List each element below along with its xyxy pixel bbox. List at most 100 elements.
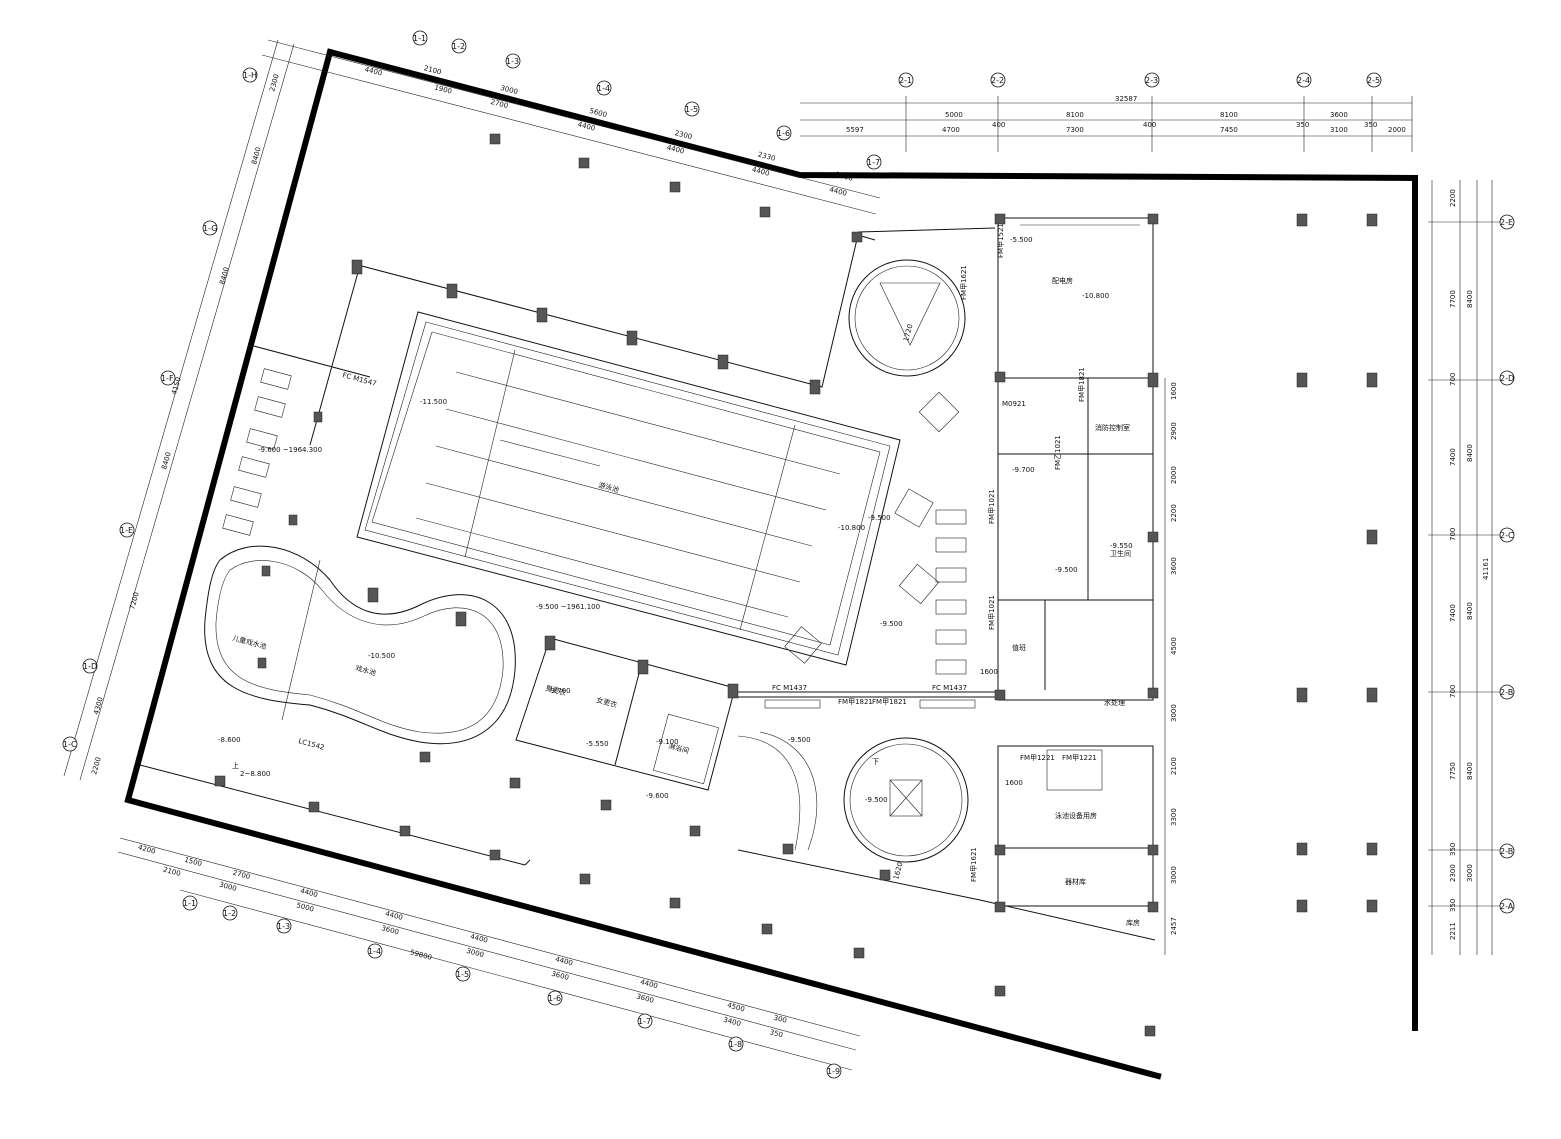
columns	[214, 133, 1378, 1037]
kids-pool: 儿童戏水池 戏水池	[204, 545, 516, 745]
misc-label: 1600	[980, 668, 998, 676]
bottom-dim: 300	[773, 1014, 788, 1025]
top-dim: 400	[992, 121, 1005, 129]
room-label: 水处理	[1104, 698, 1125, 707]
elevation-mark: -9.500	[880, 620, 903, 628]
bottom-dim: 3600	[550, 970, 569, 982]
lounge-chairs	[222, 368, 967, 675]
right-dim: 8400	[1466, 290, 1474, 308]
misc-label: 上	[232, 761, 239, 770]
elevation-mark: -5.500	[1010, 236, 1033, 244]
axis-label: 1-6	[777, 129, 790, 138]
mid-dim: 2000	[1170, 466, 1178, 484]
right-dim: 350	[1449, 843, 1457, 856]
axis-label: 1-F	[161, 374, 174, 383]
room-label: 库房	[1126, 918, 1140, 927]
door-tag: FM甲1221	[1062, 754, 1097, 762]
top-axis-bubbles: 2-1 2-2 2-3 2-4 2-5	[898, 72, 1382, 88]
mid-dim: 3000	[1170, 704, 1178, 722]
room-label: 卫生间	[1110, 549, 1131, 558]
top-dim: 350	[1296, 121, 1309, 129]
door-tag: FM乙1021	[1054, 435, 1062, 470]
right-dimension-string: 41161 8400 8400 8400 8400 2200 7700 7400…	[1428, 180, 1515, 955]
left-dim: 8400	[218, 266, 231, 285]
elevation-mark: -11.500	[420, 398, 447, 406]
axis-label: 1-5	[685, 105, 698, 114]
entry-corridor	[735, 691, 998, 851]
right-dim: 350	[1449, 899, 1457, 912]
change-rooms: 男更衣 女更衣 淋浴间	[515, 637, 736, 791]
left-dimension-string: 2300 8400 8400 4150 8400 7200 4300 2200 …	[62, 39, 295, 781]
mid-dim: 2457	[1170, 917, 1178, 935]
elevation-mark: -9.600	[646, 792, 669, 800]
right-dim: 7750	[1449, 762, 1457, 780]
tl-dim: 2300	[674, 129, 693, 141]
door-tag: FM甲1821	[1078, 367, 1086, 402]
bottom-dim: 4500	[726, 1001, 745, 1013]
top-dim: 400	[1143, 121, 1156, 129]
door-tag: FC M1437	[772, 684, 807, 692]
axis-label: 1-E	[120, 526, 133, 535]
right-dim: 8400	[1466, 444, 1474, 462]
circular-stair-bottom	[843, 737, 969, 863]
right-dim: 2200	[1449, 189, 1457, 207]
axis-label: 1-4	[368, 947, 381, 956]
axis-label: 2-A	[1500, 902, 1514, 911]
right-dim: 8400	[1466, 762, 1474, 780]
bottom-dim: 4400	[639, 978, 658, 990]
elevation-mark: -5.550	[586, 740, 609, 748]
bottom-dimension-string: 4200 1500 2700 4400 4400 4400 4400 4400 …	[117, 837, 861, 1079]
bottom-dim: 3400	[722, 1016, 741, 1028]
door-tag: FM甲1821	[872, 698, 907, 706]
elevation-mark: -10.500	[368, 652, 395, 660]
misc-label: 1600	[1005, 779, 1023, 787]
top-dim: 3600	[1330, 111, 1348, 119]
axis-label: 2-B	[1500, 688, 1513, 697]
door-tag: M0921	[1002, 400, 1026, 408]
axis-label: 1-D	[83, 662, 97, 671]
left-dim: 8400	[250, 146, 263, 165]
bottom-dim: 59800	[409, 948, 433, 961]
axis-label: 1-6	[548, 994, 561, 1003]
main-pool: 游泳池	[356, 311, 901, 666]
axis-label: 1-H	[243, 71, 257, 80]
right-rooms: 配电房 消防控制室 卫生间 值班 泳池设备用房 器材库 水处理 库房 1600 …	[997, 217, 1178, 955]
right-dim: 700	[1449, 685, 1457, 698]
axis-label: 1-3	[277, 922, 290, 931]
elevation-mark: -9.500	[1055, 566, 1078, 574]
room-label: 女更衣	[595, 695, 618, 709]
elevation-mark: -8.600	[218, 736, 241, 744]
mid-dim: 1600	[1170, 382, 1178, 400]
right-dim: 7400	[1449, 448, 1457, 466]
bottom-dim: 4400	[469, 932, 488, 944]
axis-label: 2-1	[899, 76, 912, 85]
right-dim: 2300	[1449, 864, 1457, 882]
top-dim: 2000	[1388, 126, 1406, 134]
bottom-dim: 2700	[232, 869, 251, 881]
elevation-mark: -9.700	[1012, 466, 1035, 474]
door-tag: FM甲1521	[997, 223, 1005, 258]
bottom-dim: 3000	[465, 947, 484, 959]
left-dim: 2300	[268, 73, 281, 92]
left-dim: 7200	[128, 591, 141, 610]
left-dim: 4300	[92, 696, 105, 715]
tl-dim: 2330	[757, 151, 776, 163]
top-dimension-string: 32587 5000 8100 8100 3600 5597 4700 7300…	[800, 95, 1413, 152]
room-label: 戏水池	[354, 663, 377, 677]
right-dim: 700	[1449, 528, 1457, 541]
right-dim: 2211	[1449, 922, 1457, 940]
axis-label: 1-C	[63, 740, 77, 749]
mid-dim: 2200	[1170, 504, 1178, 522]
elevation-mark: -9.500	[788, 736, 811, 744]
axis-label: 2-3	[1145, 76, 1158, 85]
mid-dim: 4500	[1170, 637, 1178, 655]
axis-label: 1-7	[867, 158, 880, 167]
elevation-mark: -10.800	[838, 524, 865, 532]
door-tag: FM甲1821	[838, 698, 873, 706]
top-dim: 4700	[942, 126, 960, 134]
mid-dim: 3000	[1170, 866, 1178, 884]
axis-label: 2-D	[1500, 374, 1514, 383]
misc-label: 下	[872, 758, 879, 766]
right-dim: 7700	[1449, 290, 1457, 308]
top-dim: 5000	[945, 111, 963, 119]
